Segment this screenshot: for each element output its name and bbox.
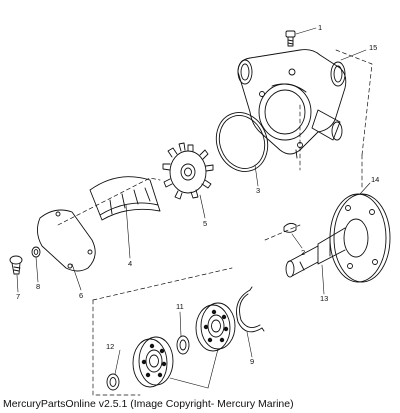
- bearing-lower: [132, 336, 174, 388]
- screw-part-7: [9, 255, 23, 275]
- flange-part-14: [329, 193, 391, 283]
- o-ring-gasket-part-3: [215, 112, 269, 172]
- shaft-part-13: [285, 227, 346, 278]
- assembly-outline-lower: [92, 154, 363, 396]
- key-part-2: [283, 222, 297, 233]
- callout-9: 9: [250, 357, 254, 366]
- cover-plate-part-6: [37, 209, 96, 272]
- assembly-outline-upper: [57, 49, 373, 226]
- snap-ring-part-9: [236, 286, 265, 333]
- callout-4: 4: [128, 259, 132, 268]
- callout-15: 15: [369, 43, 377, 52]
- impeller-part-5: [162, 142, 214, 200]
- callout-12: 12: [106, 342, 114, 351]
- copyright-footer: MercuryPartsOnline v2.5.1 (Image Copyrig…: [3, 398, 294, 410]
- callout-2: 2: [301, 248, 305, 257]
- pump-housing: [237, 49, 347, 159]
- callout-1: 1: [318, 23, 322, 32]
- leader-lines: [16, 27, 371, 389]
- callout-14: 14: [371, 175, 379, 184]
- callout-7: 7: [16, 292, 20, 301]
- callout-labels: 1 15 3 5 4 6 7 8 2 14 13 9 11 12: [16, 23, 379, 366]
- callout-8: 8: [36, 282, 40, 291]
- bearing-upper: [195, 302, 236, 352]
- screw-part-1: [285, 30, 296, 47]
- callout-6: 6: [79, 291, 83, 300]
- washer-part-8: [31, 246, 41, 258]
- wear-insert-part-4: [89, 176, 161, 221]
- callout-3: 3: [256, 186, 260, 195]
- callout-5: 5: [203, 219, 207, 228]
- seal-part-12: [106, 373, 120, 391]
- callout-13: 13: [320, 294, 328, 303]
- seal-part-11: [176, 335, 190, 355]
- callout-11: 11: [176, 302, 184, 311]
